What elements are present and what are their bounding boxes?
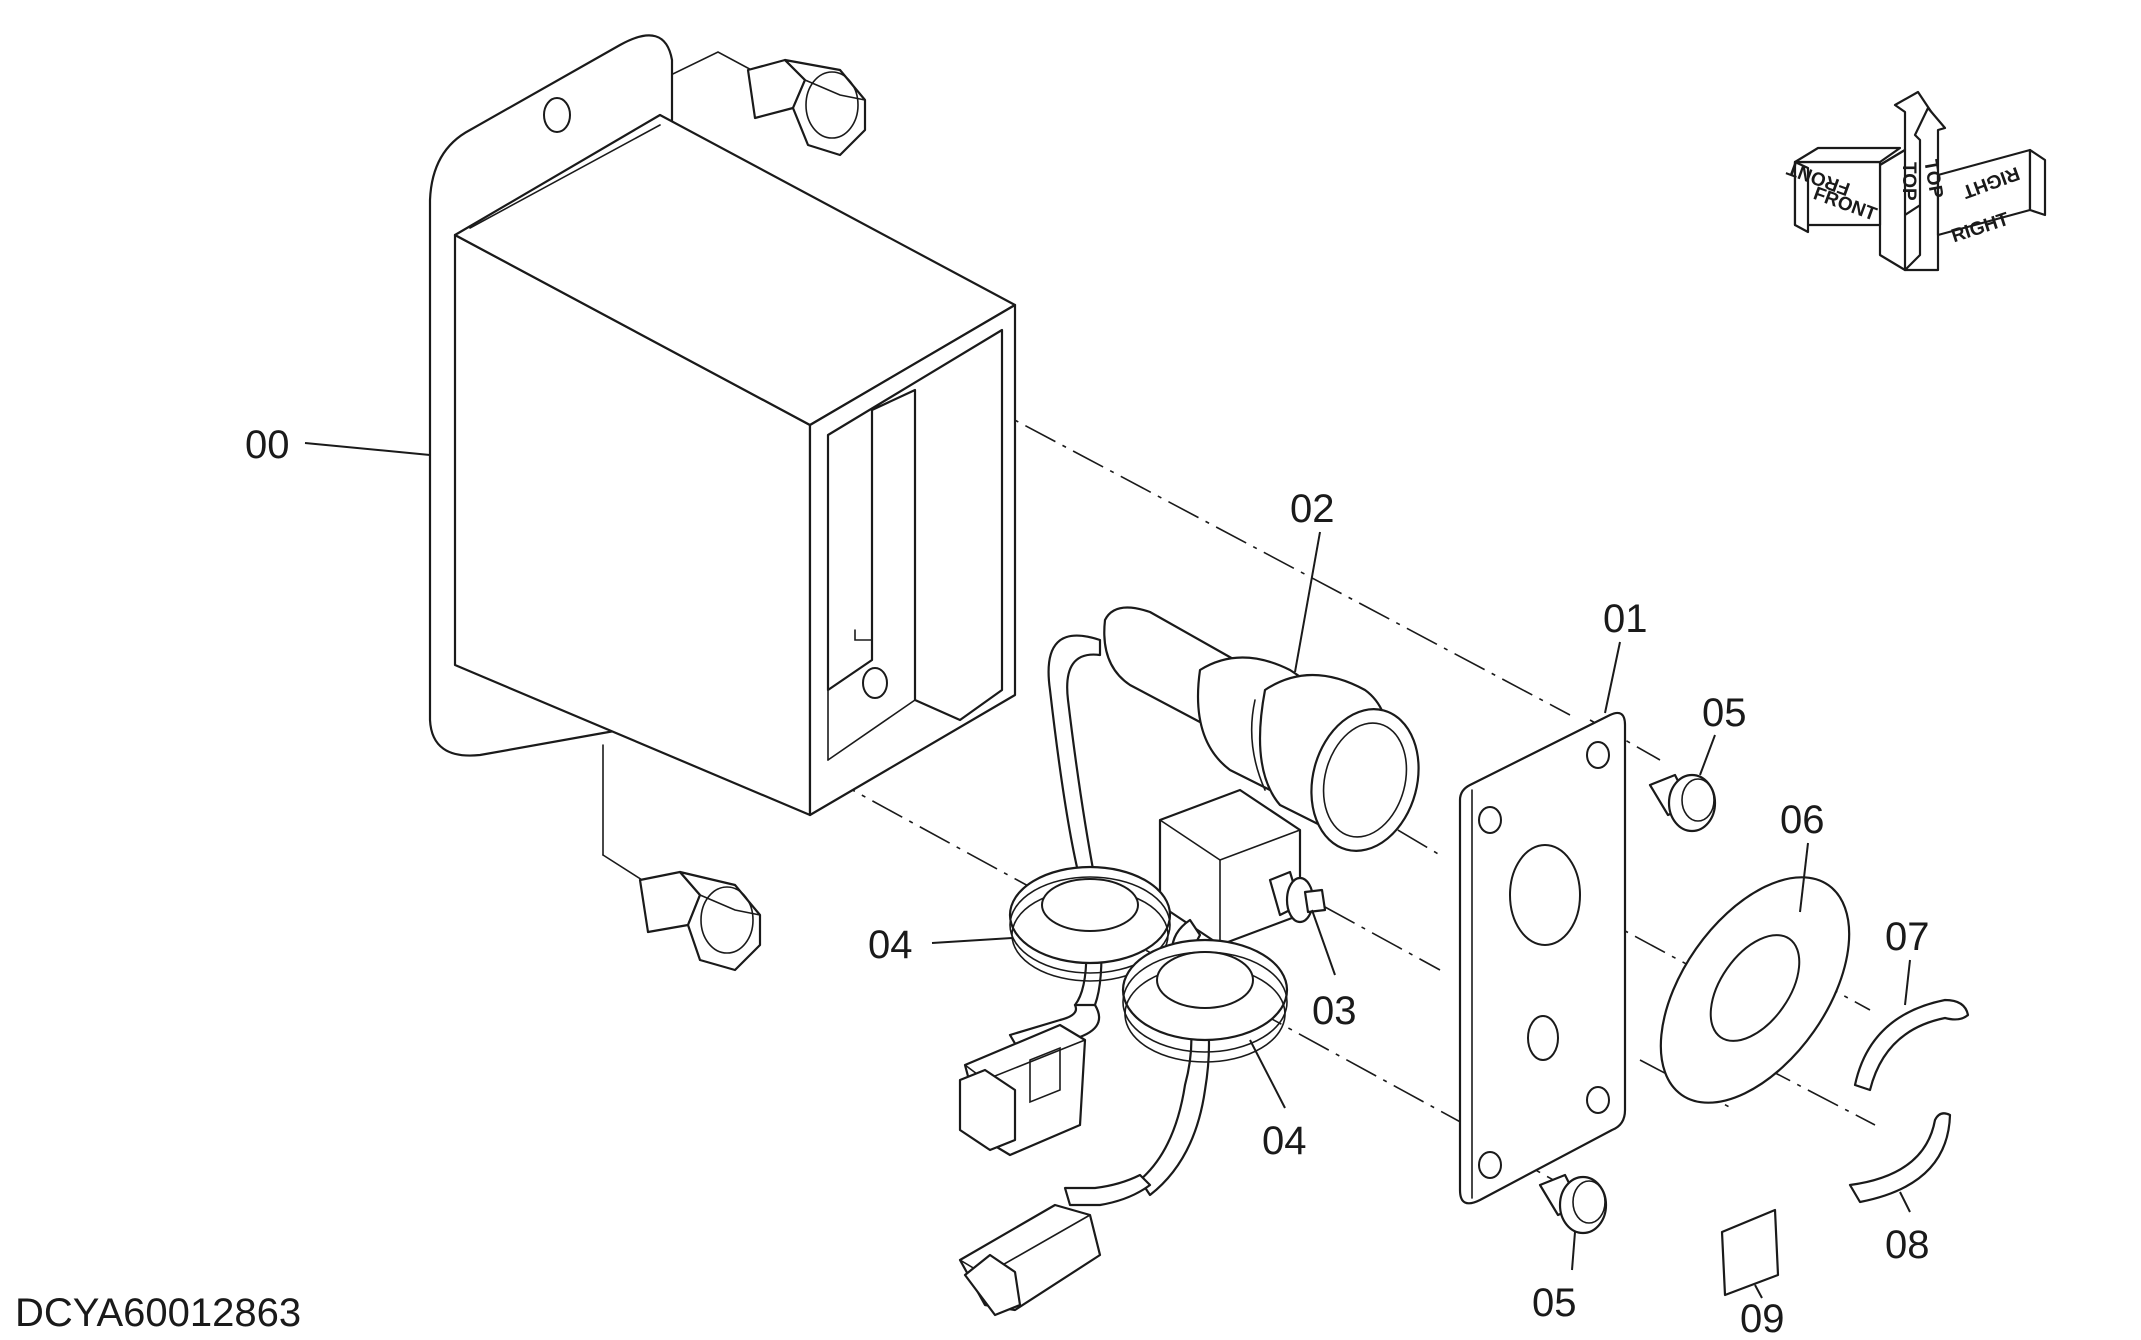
grommet-upper [1008,865,1172,982]
callout-01: 01 [1603,597,1648,641]
callouts: 00 01 02 03 04 04 05 05 06 07 08 09 [245,423,1930,1340]
callout-08: 08 [1885,1223,1930,1267]
callout-04-upper: 04 [868,923,913,967]
callout-05-lower: 05 [1532,1281,1577,1325]
washer [1659,876,1851,1104]
gasket-plate [1458,711,1627,1205]
sensor-body [1103,606,1420,852]
clip-upper [1853,998,1970,1092]
housing-cover [428,34,1017,972]
callout-04-lower: 04 [1262,1119,1307,1163]
callout-06: 06 [1780,798,1825,842]
callout-leaders [304,442,1911,1299]
orientation-indicator: FRONT FRONT TOP TOP RIGHT RIGHT [1784,90,2047,272]
callout-03: 03 [1312,989,1357,1033]
connector-lower [958,1203,1102,1317]
callout-05-upper: 05 [1702,691,1747,735]
callout-00: 00 [245,423,290,467]
clip-lower [1848,1112,1952,1204]
callout-02: 02 [1290,487,1335,531]
valve-block [1158,788,1327,947]
callout-09: 09 [1740,1297,1785,1340]
label-plate [1720,1208,1780,1297]
drawing-id: DCYA60012863 [15,1291,301,1335]
connector-upper [958,1023,1087,1157]
grommet-lower [1121,938,1289,1063]
screw-lower [1538,1173,1608,1235]
orientation-top-mirrored-label: TOP [1898,162,1919,201]
callout-07: 07 [1885,915,1930,959]
housing-bolt-bottom [638,870,762,972]
screw-upper [1648,773,1717,833]
housing-bolt-top [746,58,867,157]
